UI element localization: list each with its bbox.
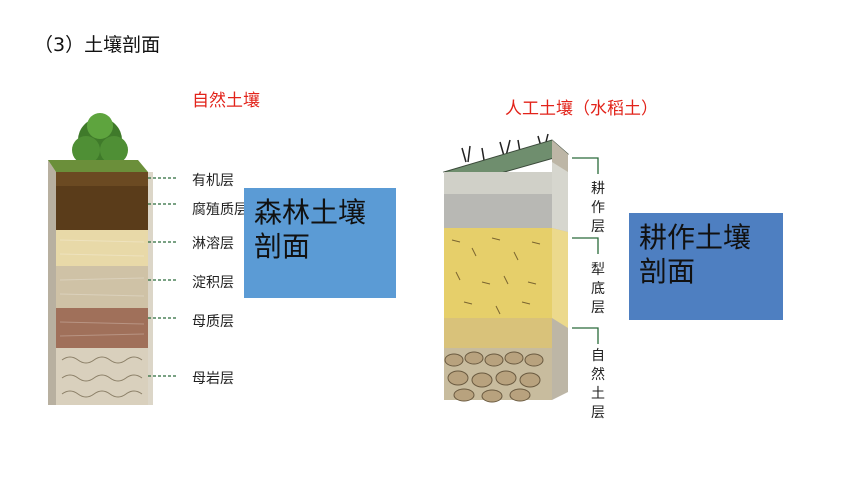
forest-soil-profile-illustration bbox=[48, 113, 178, 405]
slide-title: （3）土壤剖面 bbox=[34, 34, 161, 56]
cultivated-soil-profile-box: 耕作土壤 剖面 bbox=[629, 213, 783, 320]
layer-label-plough-pan: 犁底层 bbox=[591, 262, 605, 316]
layer-label-humus: 腐殖质层 bbox=[192, 202, 248, 218]
forest-box-line1: 森林土壤 bbox=[254, 196, 367, 229]
forest-box-line2: 剖面 bbox=[254, 230, 311, 263]
cultivated-box-line1: 耕作土壤 bbox=[639, 221, 752, 254]
layer-label-natural-soil: 自然土层 bbox=[591, 348, 605, 421]
layer-label-plough: 耕作层 bbox=[591, 181, 605, 235]
layer-label-parent-material: 母质层 bbox=[192, 314, 234, 330]
cultivated-box-line2: 剖面 bbox=[639, 255, 696, 288]
natural-soil-title: 自然土壤 bbox=[192, 91, 260, 111]
artificial-soil-title: 人工土壤（水稻土） bbox=[505, 99, 658, 119]
layer-label-eluvial: 淋溶层 bbox=[192, 236, 234, 252]
paddy-soil-profile-illustration bbox=[442, 133, 599, 403]
layer-label-organic: 有机层 bbox=[192, 173, 234, 189]
layer-label-bedrock: 母岩层 bbox=[192, 371, 234, 387]
forest-soil-profile-box: 森林土壤 剖面 bbox=[244, 188, 396, 298]
layer-label-illuvial: 淀积层 bbox=[192, 275, 234, 291]
tree-icon bbox=[72, 113, 128, 184]
